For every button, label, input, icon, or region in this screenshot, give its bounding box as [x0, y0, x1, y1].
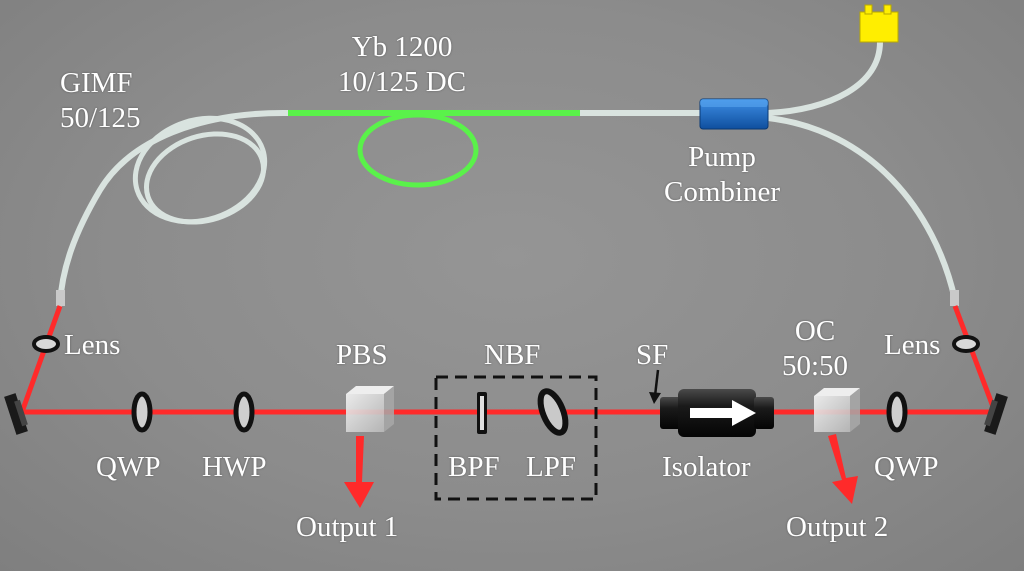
isolator-icon	[660, 389, 774, 437]
oc-cube-icon	[814, 388, 860, 432]
qwp-right-icon	[886, 391, 908, 433]
label-pump-line2: Combiner	[664, 176, 780, 208]
label-output1: Output 1	[296, 511, 399, 543]
lens-left-icon	[32, 335, 60, 353]
mirror-right-icon	[984, 393, 1008, 435]
output2-arrow-icon	[828, 434, 858, 504]
yb-fiber-loop	[357, 112, 479, 188]
label-nbf: NBF	[484, 339, 541, 371]
label-yb-line2: 10/125 DC	[338, 66, 467, 98]
fiber-left-arm	[57, 109, 291, 307]
pbs-cube-icon	[346, 386, 394, 432]
label-lens-left: Lens	[64, 329, 121, 361]
label-pump-combiner: Pump Combiner	[664, 140, 780, 210]
label-pump-line1: Pump	[688, 141, 756, 173]
label-oc-line2: 50:50	[782, 350, 849, 382]
label-yb-line1: Yb 1200	[351, 31, 453, 63]
sf-pointer-arrow	[649, 369, 661, 404]
pump-connector-icon	[859, 4, 899, 43]
pump-combiner	[699, 98, 769, 130]
label-gimf: GIMF 50/125	[60, 66, 141, 136]
gimf-coil-inner	[143, 131, 267, 225]
label-sf: SF	[636, 339, 669, 371]
label-yb-fiber: Yb 1200 10/125 DC	[338, 30, 466, 100]
qwp-left-icon	[131, 391, 153, 433]
label-oc-line1: OC	[794, 315, 836, 347]
output1-arrow-icon	[344, 436, 374, 508]
nbf-box	[434, 375, 598, 501]
label-isolator: Isolator	[662, 451, 751, 483]
fiber-tip-left	[56, 290, 65, 306]
label-bpf: BPF	[448, 451, 500, 483]
lpf-icon	[537, 388, 569, 436]
label-qwp-right: QWP	[874, 451, 939, 483]
hwp-icon	[233, 391, 255, 433]
mirror-left-icon	[4, 393, 28, 435]
label-lens-right: Lens	[884, 329, 941, 361]
lens-right-icon	[952, 335, 980, 353]
label-gimf-line2: 50/125	[60, 102, 141, 134]
label-hwp: HWP	[202, 451, 267, 483]
label-output2: Output 2	[786, 511, 889, 543]
fiber-tip-right	[950, 290, 959, 306]
pump-fiber	[765, 39, 883, 116]
bpf-icon	[477, 392, 487, 434]
label-lpf: LPF	[526, 451, 576, 483]
fiber-path	[56, 39, 959, 307]
label-qwp-left: QWP	[96, 451, 161, 483]
label-pbs: PBS	[336, 339, 388, 371]
fiber-right-arm	[765, 115, 958, 303]
label-gimf-line1: GIMF	[60, 67, 133, 99]
label-oc: OC 50:50	[782, 314, 848, 384]
